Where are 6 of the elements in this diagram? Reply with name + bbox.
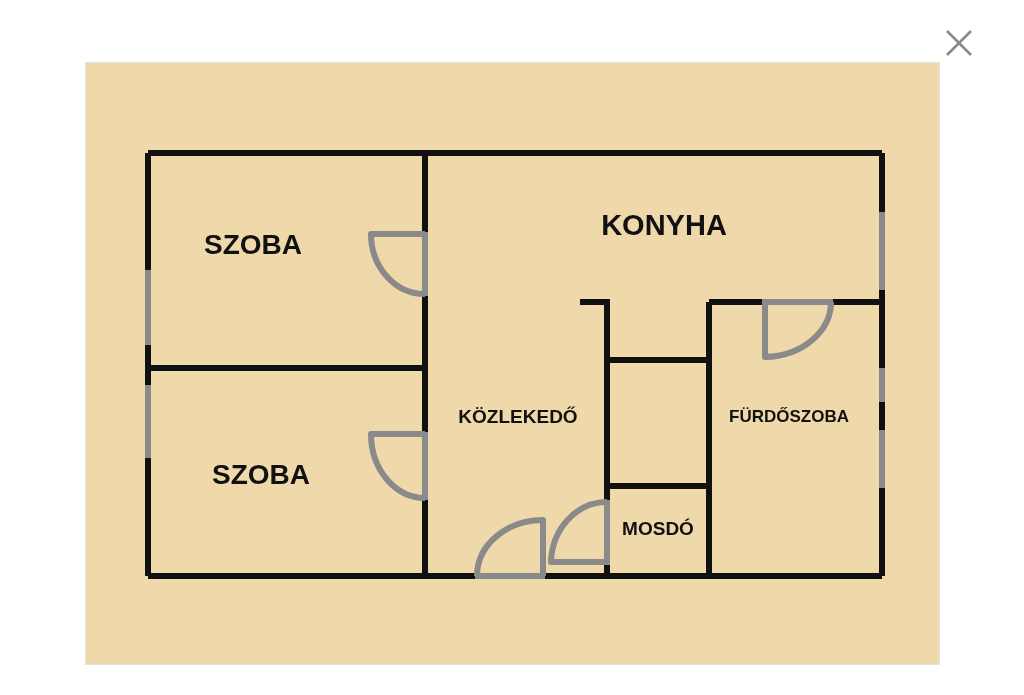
room-label: FÜRDŐSZOBA	[729, 407, 849, 427]
room-label: KÖZLEKEDŐ	[458, 406, 578, 428]
room-label: KONYHA	[601, 208, 727, 242]
room-label: SZOBA	[212, 459, 310, 491]
room-label: SZOBA	[204, 229, 302, 261]
room-label: MOSDÓ	[622, 518, 694, 540]
